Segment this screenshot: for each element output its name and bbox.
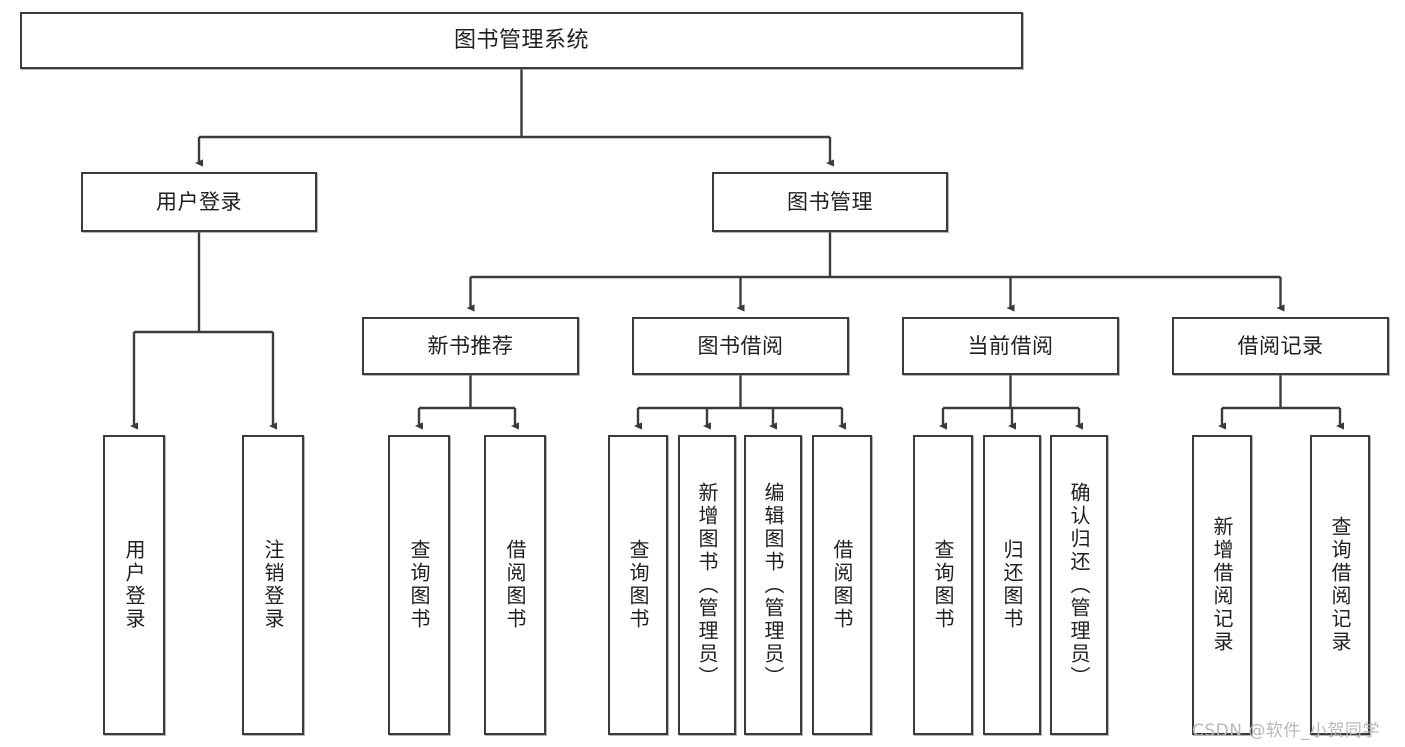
node-root[interactable]: 图书管理系统	[20, 12, 1023, 69]
node-leaf-user-logout[interactable]: 注销登录	[242, 435, 304, 735]
node-book-manage[interactable]: 图书管理	[712, 172, 948, 232]
node-leaf-user-login[interactable]: 用户登录	[103, 435, 165, 735]
node-label-leaf-add-book-admin: 新增图书（管理员）	[695, 481, 719, 689]
node-label-leaf-query-book-2: 查询图书	[626, 539, 650, 631]
node-leaf-borrow-book-1[interactable]: 借阅图书	[484, 435, 546, 735]
node-label-leaf-query-book-1: 查询图书	[407, 539, 431, 631]
node-new-book-recommend[interactable]: 新书推荐	[362, 317, 579, 375]
node-label-book-borrow: 图书借阅	[697, 333, 784, 358]
node-label-user-login: 用户登录	[156, 189, 242, 214]
node-label-current-borrow: 当前借阅	[967, 333, 1054, 358]
node-label-book-manage: 图书管理	[787, 189, 873, 214]
node-leaf-query-borrow-record[interactable]: 查询借阅记录	[1310, 435, 1370, 735]
node-label-leaf-query-borrow-record: 查询借阅记录	[1328, 516, 1352, 654]
node-label-leaf-return-book: 归还图书	[1000, 539, 1024, 631]
node-leaf-query-book-3[interactable]: 查询图书	[913, 435, 973, 735]
node-leaf-query-book-2[interactable]: 查询图书	[608, 435, 668, 735]
node-label-borrow-record: 借阅记录	[1237, 333, 1324, 358]
node-label-leaf-query-book-3: 查询图书	[931, 539, 955, 631]
node-book-borrow[interactable]: 图书借阅	[632, 317, 849, 375]
node-leaf-add-borrow-record[interactable]: 新增借阅记录	[1192, 435, 1252, 735]
node-label-leaf-confirm-return-admin: 确认归还（管理员）	[1067, 481, 1091, 689]
node-borrow-record[interactable]: 借阅记录	[1172, 317, 1389, 375]
node-label-leaf-add-borrow-record: 新增借阅记录	[1210, 516, 1234, 654]
node-current-borrow[interactable]: 当前借阅	[902, 317, 1119, 375]
node-label-leaf-borrow-book-1: 借阅图书	[503, 539, 527, 631]
node-leaf-confirm-return-admin[interactable]: 确认归还（管理员）	[1050, 435, 1108, 735]
node-label-root: 图书管理系统	[453, 27, 589, 53]
node-leaf-add-book-admin[interactable]: 新增图书（管理员）	[678, 435, 736, 735]
node-label-new-book-recommend: 新书推荐	[427, 333, 514, 358]
node-label-leaf-edit-book-admin: 编辑图书（管理员）	[761, 481, 785, 689]
node-leaf-borrow-book-2[interactable]: 借阅图书	[812, 435, 872, 735]
node-leaf-query-book-1[interactable]: 查询图书	[388, 435, 450, 735]
node-label-leaf-borrow-book-2: 借阅图书	[830, 539, 854, 631]
csdn-watermark: CSDN @软件_小贺同学	[1192, 721, 1380, 741]
node-label-leaf-user-login: 用户登录	[122, 539, 146, 631]
node-user-login[interactable]: 用户登录	[81, 172, 317, 232]
node-leaf-return-book[interactable]: 归还图书	[983, 435, 1041, 735]
node-label-leaf-user-logout: 注销登录	[261, 539, 285, 631]
node-leaf-edit-book-admin[interactable]: 编辑图书（管理员）	[744, 435, 802, 735]
